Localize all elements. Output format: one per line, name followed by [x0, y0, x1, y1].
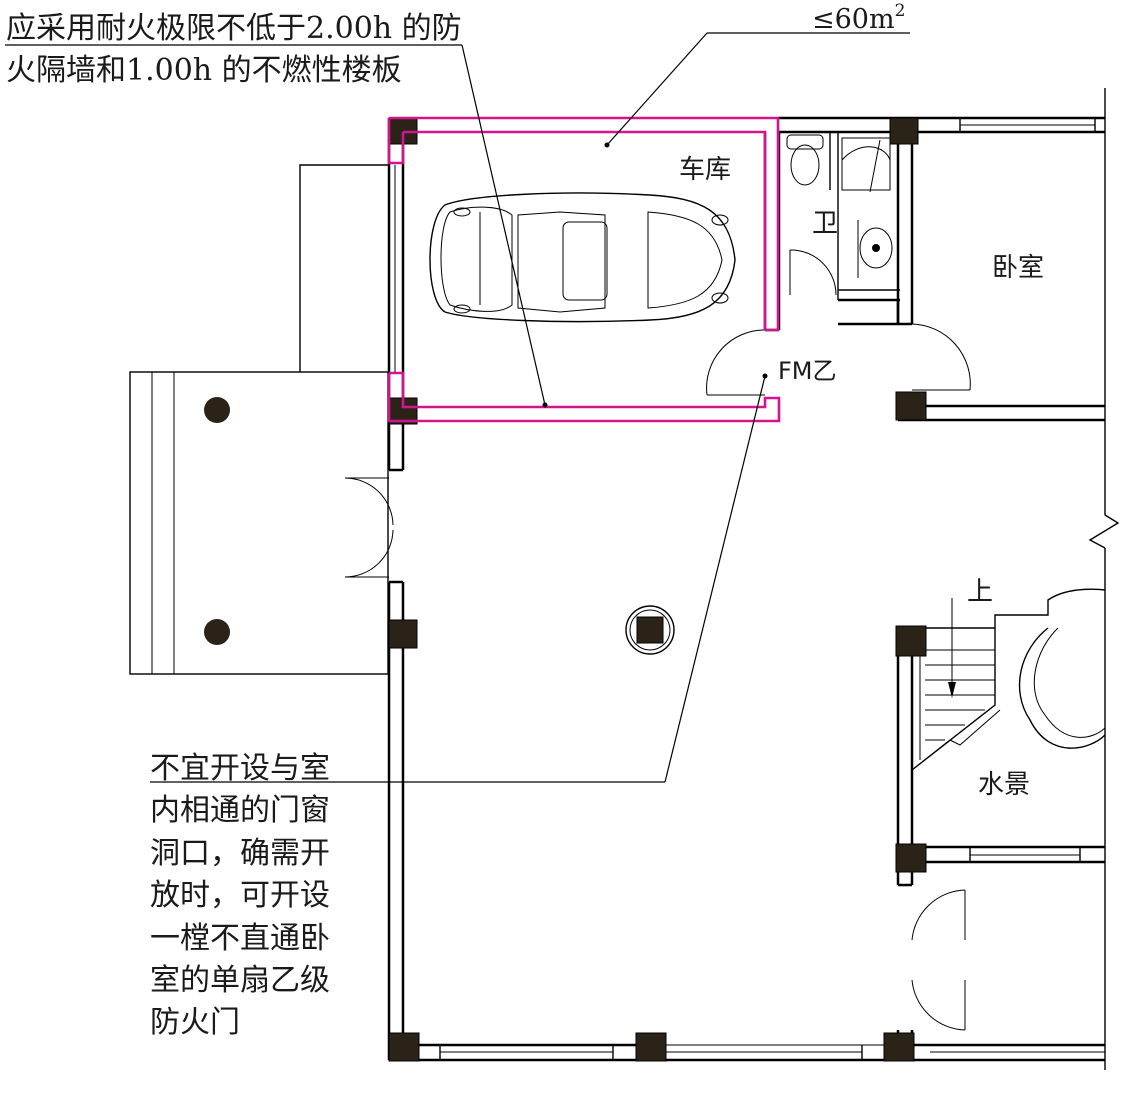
opening-note-line: 室的单扇乙级 — [150, 963, 330, 998]
car-icon — [429, 192, 736, 323]
fire-wall-note-line1: 应采用耐火极限不低于2.00h 的防 — [6, 11, 462, 46]
opening-note-line: 防火门 — [150, 1005, 240, 1040]
water-feature-label: 水景 — [978, 770, 1030, 800]
column — [889, 117, 919, 145]
terrace-column — [204, 619, 230, 645]
opening-note: 不宜开设与室 内相通的门窗 洞口，确需开 放时，可开设 一樘不直通卧 室的单扇乙… — [150, 751, 330, 1040]
column — [388, 1032, 420, 1062]
leader-lines — [5, 32, 910, 783]
doors — [344, 249, 971, 1031]
toilet-tank — [786, 134, 824, 150]
toilet-icon — [790, 144, 820, 186]
column — [895, 843, 927, 873]
fire-wall-note-line2: 火隔墙和1.00h 的不燃性楼板 — [6, 53, 402, 88]
terrace — [129, 164, 389, 675]
central-column — [625, 605, 675, 655]
walls — [387, 88, 1120, 1070]
opening-note-line: 内相通的门窗 — [150, 793, 330, 828]
fire-door-label: FM乙 — [778, 357, 837, 385]
structural-columns — [388, 117, 927, 1062]
terrace-column — [204, 397, 230, 423]
column — [388, 619, 418, 649]
garage-label: 车库 — [679, 155, 731, 185]
shower-icon — [841, 137, 891, 191]
bathroom-fixtures — [786, 134, 893, 278]
column — [895, 625, 927, 657]
stair — [911, 588, 1106, 771]
column — [388, 397, 418, 425]
opening-note-line: 放时，可开设 — [150, 878, 330, 913]
opening-note-line: 洞口，确需开 — [150, 836, 330, 871]
area-limit-label: ≤60m2 — [812, 1, 905, 35]
fire-door-swing — [706, 329, 766, 396]
opening-note-line: 不宜开设与室 — [150, 751, 330, 786]
opening-note-line: 一樘不直通卧 — [150, 921, 330, 956]
fire-separation-wall — [387, 116, 781, 423]
column — [895, 391, 927, 421]
stair-up-label: 上 — [967, 577, 993, 607]
column — [883, 1032, 915, 1062]
stair-arrow-head — [948, 682, 956, 698]
bedroom-label: 卧室 — [992, 253, 1044, 283]
bathroom-label: 卫 — [812, 209, 838, 239]
area-limit-value: ≤60m — [812, 4, 895, 35]
area-limit-superscript: 2 — [895, 1, 906, 21]
column — [635, 1032, 667, 1062]
sink-icon — [859, 227, 893, 269]
